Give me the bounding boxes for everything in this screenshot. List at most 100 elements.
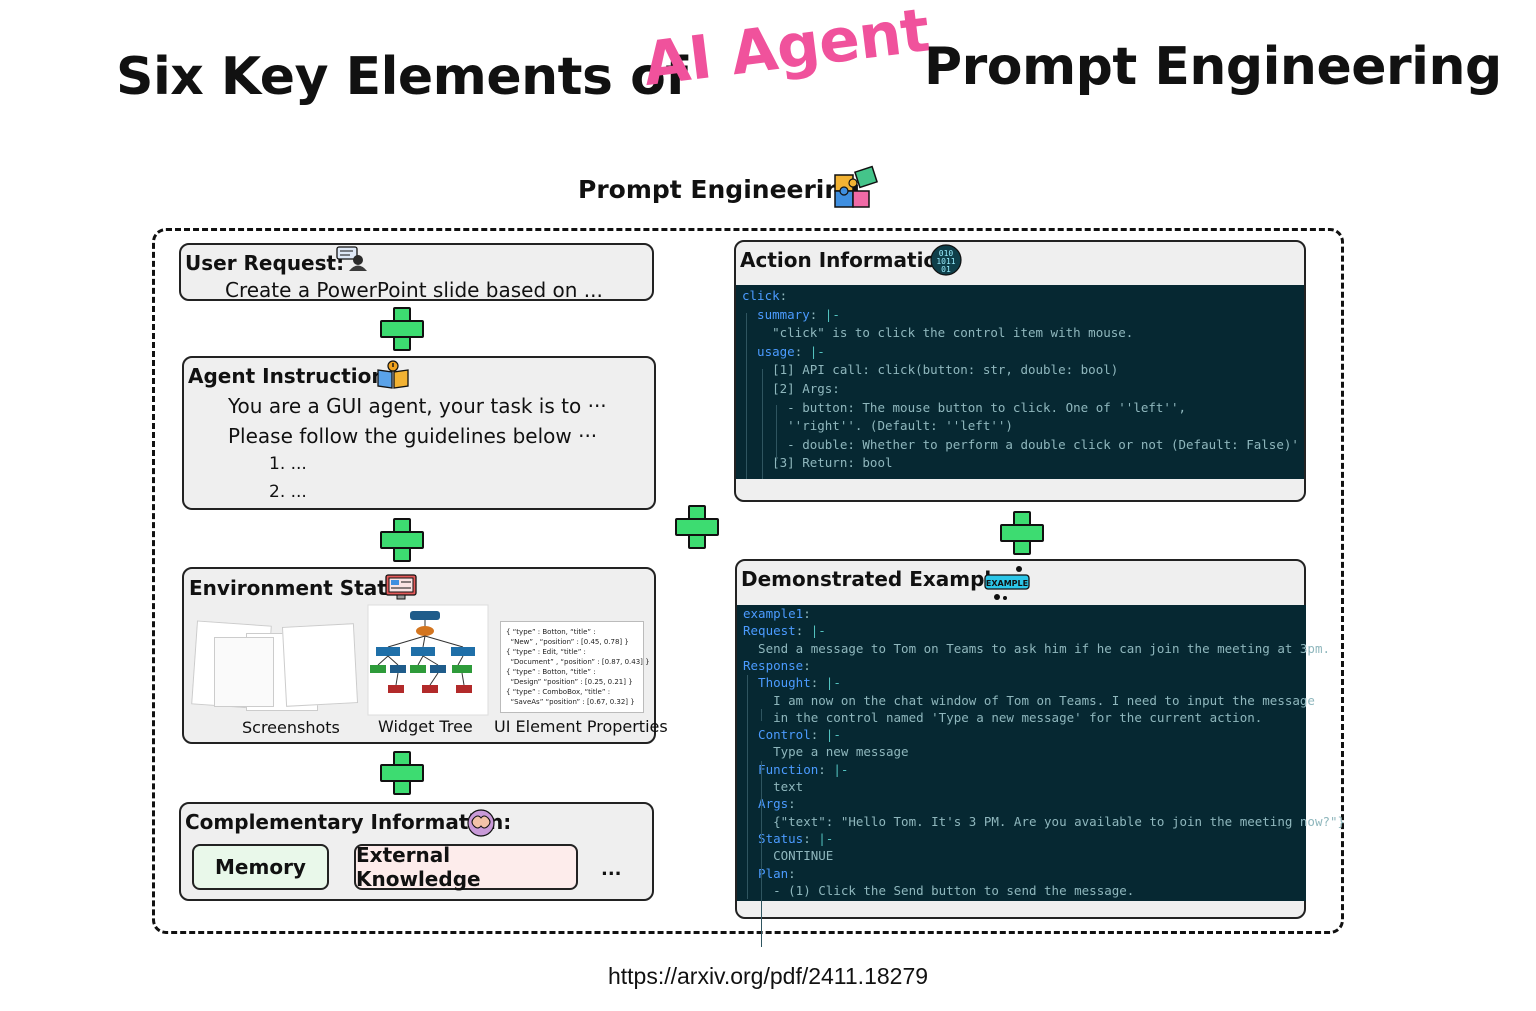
- action-code-token: |-: [809, 343, 825, 359]
- action-code-token: [2] Args:: [742, 381, 840, 396]
- examples-code-token: |-: [810, 623, 826, 639]
- examples-code-token: :: [803, 657, 811, 673]
- action-code-line: summary: |-: [742, 306, 840, 324]
- action-code-token: [3] Return: bool: [742, 455, 893, 471]
- complementary-information-title: Complementary Information:: [185, 810, 512, 834]
- example-badge-label: EXAMPLE: [986, 579, 1028, 588]
- examples-code-token: :: [795, 623, 811, 639]
- monitor-icon: [385, 574, 417, 600]
- examples-code-line: Args:: [743, 795, 796, 813]
- environment-state-title: Environment State:: [189, 576, 409, 600]
- agent-instruction-line-4: 2. ...: [269, 482, 307, 502]
- examples-code-token: :: [788, 796, 796, 812]
- properties-line-5: { “type” : Botton, “title” :: [506, 668, 596, 676]
- binary-code-icon: 010 1011 01: [930, 244, 962, 276]
- agent-instruction-line-2: Please follow the guidelines below ···: [228, 424, 598, 448]
- svg-text:010: 010: [939, 249, 954, 258]
- action-code-token: usage: [742, 343, 795, 359]
- user-request-title: User Request:: [185, 251, 345, 275]
- examples-code-line: Status: |-: [743, 830, 833, 848]
- prompt-engineering-label: Prompt Engineering: [578, 175, 861, 204]
- examples-code-token: Plan: [743, 865, 789, 881]
- examples-code-token: - (1) Click the Send button to send the …: [743, 882, 1135, 898]
- examples-code-line: text: [743, 778, 803, 796]
- examples-code-token: Args: [743, 796, 789, 812]
- examples-code-line: example1:: [743, 605, 811, 623]
- prompt-engineering-frame: [152, 228, 1344, 934]
- ui-element-properties-card: { “type” : Botton, “title” : “New” , “po…: [500, 621, 650, 713]
- example-badge-icon: EXAMPLE: [984, 566, 1030, 600]
- action-code-line: ''right''. (Default: ''left''): [742, 417, 1013, 435]
- examples-code-token: :: [803, 606, 811, 621]
- properties-line-1: { “type” : Botton, “title” :: [506, 628, 596, 636]
- action-code-token: - double: Whether to perform a double cl…: [742, 436, 1299, 452]
- action-information-box: Action Information: 010 1011 01 click: s…: [734, 240, 1306, 502]
- properties-line-4: “Document” , “position” : [0.87, 0.43] }: [506, 658, 650, 666]
- user-request-text: Create a PowerPoint slide based on ...: [225, 278, 603, 302]
- action-code-line: - double: Whether to perform a double cl…: [742, 436, 1299, 454]
- examples-code-token: Type a new message: [743, 744, 909, 760]
- action-code-line: usage: |-: [742, 343, 825, 361]
- properties-line-2: “New” , “position” : [0.45, 0.78] }: [506, 638, 629, 646]
- caption-screenshots: Screenshots: [242, 718, 340, 737]
- examples-code-token: in the control named 'Type a new message…: [743, 709, 1263, 725]
- action-code-token: - button: The mouse button to click. One…: [742, 399, 1187, 415]
- caption-widget-tree: Widget Tree: [378, 717, 473, 736]
- agent-instruction-box: Agent Instruction: You are a GUI agent, …: [182, 356, 656, 510]
- brain-icon: [467, 809, 495, 837]
- examples-code-token: :: [810, 727, 826, 743]
- examples-code-line: Plan:: [743, 865, 796, 883]
- user-avatar-icon: [336, 246, 367, 271]
- examples-code-line: Send a message to Tom on Teams to ask hi…: [743, 640, 1330, 658]
- examples-code-token: Send a message to Tom on Teams to ask hi…: [743, 640, 1330, 656]
- plus-icon: [380, 751, 424, 795]
- action-code-token: |-: [824, 306, 840, 322]
- action-code-token: :: [779, 288, 788, 303]
- action-code-token: :: [809, 306, 825, 322]
- action-code-token: summary: [742, 306, 810, 322]
- examples-code-token: Response: [743, 657, 804, 673]
- agent-instruction-line-1: You are a GUI agent, your task is to ···: [228, 394, 607, 418]
- examples-code-token: I am now on the chat window of Tom on Te…: [743, 692, 1315, 708]
- title-part-2: Prompt Engineering: [924, 37, 1502, 97]
- examples-code-line: Thought: |-: [743, 674, 841, 692]
- demonstrated-examples-box: Demonstrated Examples: EXAMPLE example1:…: [735, 559, 1345, 947]
- properties-line-8: “SaveAs” “position” : [0.67, 0.32] }: [506, 698, 635, 706]
- plus-icon: [1000, 511, 1044, 555]
- indent-guide: [746, 313, 747, 479]
- action-code-line: [3] Return: bool: [742, 454, 893, 472]
- examples-code-line: CONTINUE: [743, 847, 833, 865]
- instruction-book-icon: [377, 360, 409, 389]
- examples-code-line: - (1) Click the Send button to send the …: [743, 882, 1134, 900]
- action-code-line: "click" is to click the control item wit…: [742, 324, 1133, 342]
- examples-code-line: Request: |-: [743, 622, 826, 640]
- complementary-ellipsis: ...: [601, 859, 622, 880]
- caption-ui-element-properties: UI Element Properties: [494, 717, 668, 736]
- indent-guide: [747, 675, 748, 899]
- examples-code-token: Function: [743, 761, 819, 777]
- action-information-title: Action Information:: [740, 248, 960, 272]
- examples-code-line: I am now on the chat window of Tom on Te…: [743, 692, 1315, 710]
- properties-line-6: “Design” “position” : [0.25, 0.21] }: [506, 678, 633, 686]
- action-code-line: [1] API call: click(button: str, double:…: [742, 361, 1118, 379]
- examples-code-token: :: [788, 865, 796, 881]
- examples-code-token: {"text": "Hello Tom. It's 3 PM. Are you …: [743, 813, 1346, 829]
- examples-code-line: Response:: [743, 657, 811, 675]
- indent-guide: [761, 761, 762, 947]
- title-accent: AI Agent: [639, 0, 933, 100]
- action-code-line: click:: [742, 287, 787, 305]
- action-code-token: click: [742, 288, 780, 303]
- complementary-information-box: Complementary Information: Memory Extern…: [179, 802, 654, 901]
- examples-code-token: |-: [818, 830, 834, 846]
- action-code-token: [1] API call: click(button: str, double:…: [742, 362, 1119, 378]
- action-code-line: [2] Args:: [742, 380, 840, 398]
- agent-instruction-line-3: 1. ...: [269, 454, 307, 474]
- indent-guide: [762, 369, 763, 479]
- examples-code-token: Thought: [743, 675, 811, 691]
- demonstrated-examples-title: Demonstrated Examples:: [741, 567, 1025, 591]
- properties-line-7: { “type” : ComboBox, “title” :: [506, 688, 611, 696]
- properties-line-3: { “type” : Edit, “title” :: [506, 648, 586, 656]
- indent-guide: [761, 709, 762, 721]
- title-part-1: Six Key Elements of: [116, 47, 688, 107]
- source-url: https://arxiv.org/pdf/2411.18279: [607, 963, 929, 989]
